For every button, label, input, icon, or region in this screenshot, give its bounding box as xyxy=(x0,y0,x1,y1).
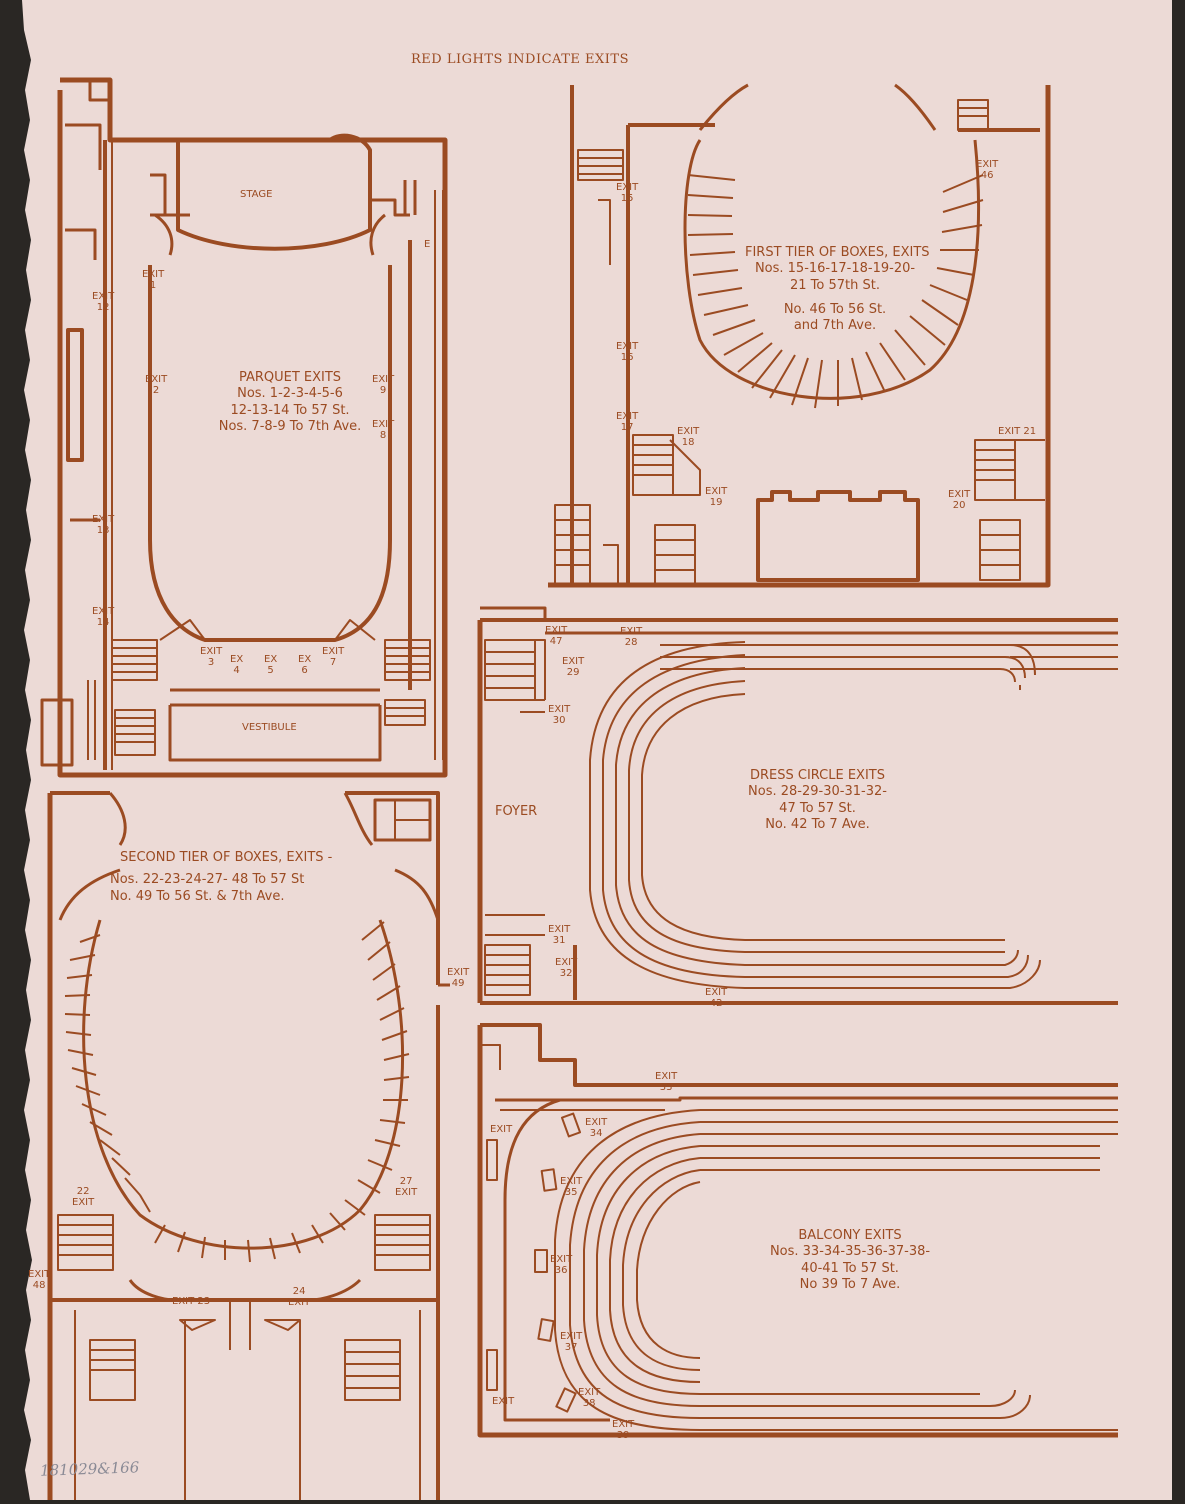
second-tier-notice: SECOND TIER OF BOXES, EXITS - Nos. 22-23… xyxy=(110,850,380,905)
balcony-line-2: 40-41 To 57 St. xyxy=(801,1260,899,1276)
first-tier-line-3: No. 46 To 56 St. xyxy=(783,301,887,317)
exit-13-label: EXIT 13 xyxy=(92,514,115,536)
exit-24-label: 24 EXIT xyxy=(288,1286,311,1308)
balcony-plan xyxy=(477,1023,1118,1438)
exit-38-label: EXIT 38 xyxy=(578,1387,601,1409)
exit-36-label: EXIT 36 xyxy=(550,1254,573,1276)
exit-39-label: EXIT 39 xyxy=(612,1419,635,1441)
exit-15-label: EXIT 15 xyxy=(616,182,639,204)
exit-left-lower-label: EXIT xyxy=(492,1396,515,1407)
exit-left-upper-label: EXIT xyxy=(490,1124,513,1135)
exit-22-label: 22 EXIT xyxy=(72,1186,95,1208)
parquet-heading: PARQUET EXITS xyxy=(238,370,342,385)
second-tier-plan xyxy=(47,791,450,1504)
second-tier-heading: SECOND TIER OF BOXES, EXITS - xyxy=(120,850,333,865)
parquet-plan xyxy=(40,77,448,778)
vestibule-label: VESTIBULE xyxy=(242,722,297,733)
exit-5-label: EX 5 xyxy=(264,654,278,676)
exit-29-label: EXIT 29 xyxy=(562,656,585,678)
exit-6-label: EX 6 xyxy=(298,654,312,676)
exit-8-label: EXIT 8 xyxy=(372,419,395,441)
exit-20-label: EXIT 20 xyxy=(948,489,971,511)
exit-46-label: EXIT 46 xyxy=(976,159,999,181)
parquet-exits-notice: PARQUET EXITS Nos. 1-2-3-4-5-6 12-13-14 … xyxy=(190,370,390,435)
exit-21-label: EXIT 21 xyxy=(998,426,1037,437)
exit-4-label: EX 4 xyxy=(230,654,244,676)
dress-circle-line-3: No. 42 To 7 Ave. xyxy=(765,816,870,832)
foyer-label: FOYER xyxy=(495,804,538,819)
first-tier-notice: FIRST TIER OF BOXES, EXITS Nos. 15-16-17… xyxy=(745,245,930,334)
first-tier-line-2: 21 To 57th St. xyxy=(790,277,880,293)
exit-34-label: EXIT 34 xyxy=(585,1117,608,1139)
dress-circle-plan xyxy=(477,606,1118,1005)
balcony-heading: BALCONY EXITS xyxy=(798,1228,902,1243)
balcony-line-3: No 39 To 7 Ave. xyxy=(799,1276,901,1292)
exit-23-label: EXIT 23 xyxy=(172,1296,211,1307)
exit-48-label: EXIT 48 xyxy=(28,1269,51,1291)
exit-17-label: EXIT 17 xyxy=(616,411,639,433)
first-tier-line-4: and 7th Ave. xyxy=(793,318,877,333)
first-tier-line-1: Nos. 15-16-17-18-19-20- xyxy=(754,261,916,277)
exit-33-label: EXIT 33 xyxy=(655,1071,678,1093)
balcony-notice: BALCONY EXITS Nos. 33-34-35-36-37-38- 40… xyxy=(735,1228,965,1293)
exit-2-label: EXIT 2 xyxy=(145,374,168,396)
exit-32-label: EXIT 32 xyxy=(555,957,578,979)
dress-circle-heading: DRESS CIRCLE EXITS xyxy=(749,768,885,783)
second-tier-line-1: Nos. 22-23-24-27- 48 To 57 St xyxy=(110,872,305,888)
exit-9-label: EXIT 9 xyxy=(372,374,395,396)
exit-35-label: EXIT 35 xyxy=(560,1176,583,1198)
exit-12-label: EXIT 12 xyxy=(92,291,115,313)
balcony-line-1: Nos. 33-34-35-36-37-38- xyxy=(769,1244,931,1260)
exit-18-label: EXIT 18 xyxy=(677,426,700,448)
first-tier-heading: FIRST TIER OF BOXES, EXITS xyxy=(745,245,930,260)
dress-circle-line-1: Nos. 28-29-30-31-32- xyxy=(748,784,887,800)
second-tier-line-2: No. 49 To 56 St. & 7th Ave. xyxy=(110,888,285,904)
exit-e-label: E xyxy=(424,239,431,250)
page-title: RED LIGHTS INDICATE EXITS xyxy=(411,52,629,67)
exit-37-label: EXIT 37 xyxy=(560,1331,583,1353)
parquet-line-3: Nos. 7-8-9 To 7th Ave. xyxy=(218,418,362,434)
exit-14-label: EXIT 14 xyxy=(92,606,115,628)
first-tier-plan xyxy=(548,83,1051,588)
dress-circle-line-2: 47 To 57 St. xyxy=(779,800,856,816)
parquet-line-1: Nos. 1-2-3-4-5-6 xyxy=(237,386,343,402)
exit-7-label: EXIT 7 xyxy=(322,646,345,668)
exit-19-label: EXIT 19 xyxy=(705,486,728,508)
handwritten-accession-number: 181029&166 xyxy=(39,1458,140,1480)
exit-47-label: EXIT 47 xyxy=(545,625,568,647)
exit-16-label: EXIT 16 xyxy=(616,341,639,363)
exit-28-label: EXIT 28 xyxy=(620,626,643,648)
exit-27-label: 27 EXIT xyxy=(395,1176,418,1198)
exit-1-label: EXIT 1 xyxy=(142,269,165,291)
exit-3-label: EXIT 3 xyxy=(200,646,223,668)
stage-label: STAGE xyxy=(240,189,273,200)
parquet-line-2: 12-13-14 To 57 St. xyxy=(230,402,350,418)
paper-sheet xyxy=(22,0,1172,1500)
exit-30-label: EXIT 30 xyxy=(548,704,571,726)
exit-42-label: EXIT 42 xyxy=(705,987,728,1009)
dress-circle-notice: DRESS CIRCLE EXITS Nos. 28-29-30-31-32- … xyxy=(725,768,910,833)
exit-49-label: EXIT 49 xyxy=(447,967,470,989)
exit-31-label: EXIT 31 xyxy=(548,924,571,946)
